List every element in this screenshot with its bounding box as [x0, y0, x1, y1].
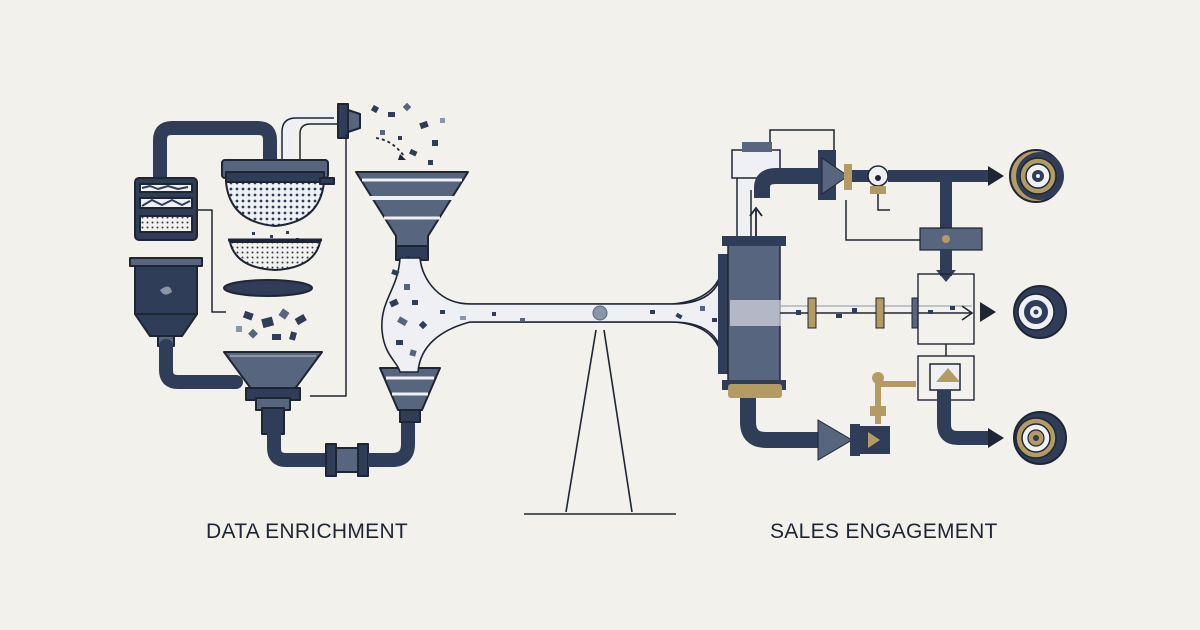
pipe-upper — [754, 168, 820, 198]
debris-left — [236, 308, 307, 341]
funnel-icon — [355, 171, 469, 261]
sensor-icon — [867, 165, 889, 194]
valve-icon — [337, 103, 361, 139]
balance-pivot-icon — [592, 305, 608, 321]
amplifier-icon — [818, 150, 852, 200]
pipe-lower — [740, 398, 820, 448]
balance-stand-icon — [524, 329, 676, 515]
target-icon — [1009, 149, 1064, 203]
pipe-to-funnel — [368, 420, 415, 467]
amplifier-icon — [817, 419, 890, 461]
pipe-bottom-left — [159, 339, 243, 389]
dish-icon — [223, 279, 313, 297]
engagement-manifold — [718, 129, 1067, 465]
filter-canister-icon — [129, 177, 203, 347]
strainer-icon — [221, 159, 335, 227]
target-icon — [1013, 285, 1067, 339]
tube-particles — [389, 269, 717, 357]
label-data-enrichment: DATA ENRICHMENT — [206, 520, 409, 543]
target-icon — [1013, 411, 1067, 465]
valve-icon — [870, 372, 916, 424]
hopper-icon — [223, 351, 323, 435]
label-sales-engagement: SALES ENGAGEMENT — [770, 520, 998, 543]
sieve-icon — [228, 238, 322, 271]
debris-incoming — [370, 102, 445, 165]
pipe-top-mid — [282, 112, 340, 165]
valve-icon — [325, 443, 369, 477]
enrichment-machine — [129, 102, 469, 477]
funnel-icon — [379, 367, 441, 423]
pipe-hopper-out — [267, 432, 330, 467]
pipe-top-left — [153, 121, 277, 187]
